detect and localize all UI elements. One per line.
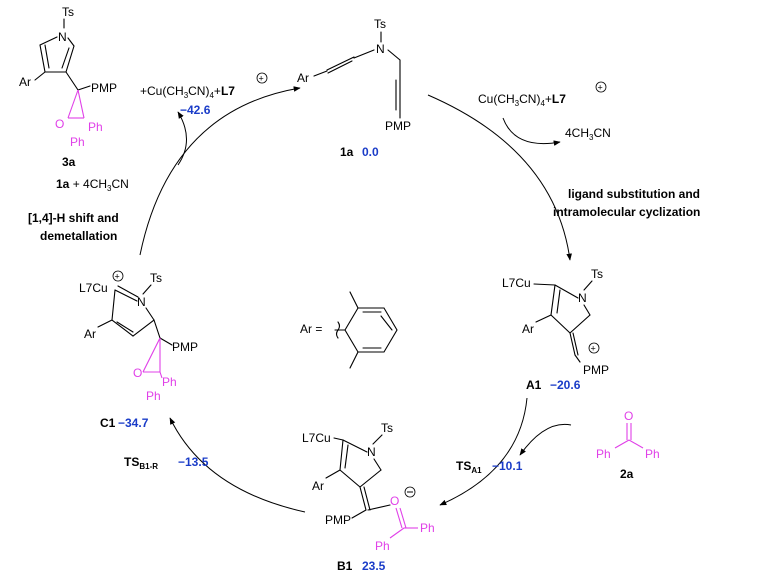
energy-A1: −20.6 xyxy=(550,378,581,392)
label-1a: 1a xyxy=(340,145,354,159)
cu-reagent: Cu(CH3CN)4+L7 xyxy=(478,92,566,108)
arrow-2a-in xyxy=(519,423,572,456)
svg-text:Ts: Ts xyxy=(591,267,603,281)
svg-text:N: N xyxy=(137,295,146,309)
svg-text:Ph: Ph xyxy=(88,120,103,134)
svg-text:Ph: Ph xyxy=(375,539,390,553)
label-C1: C1 xyxy=(100,416,116,430)
svg-text:Ph: Ph xyxy=(162,375,177,389)
ts-label: Ts xyxy=(374,17,386,31)
energy-C1: −34.7 xyxy=(118,416,149,430)
minus-charge-icon xyxy=(404,486,416,498)
svg-text:N: N xyxy=(367,445,376,459)
ar-definition: Ar = xyxy=(300,291,398,369)
structure-B1: L7Cu Ts N Ar PMP O Ph Ph xyxy=(302,421,435,553)
step-label-right-2: intramolecular cyclization xyxy=(553,205,700,219)
ts-B1R-label: TSB1-R xyxy=(124,455,158,471)
arrow-A1-to-B1 xyxy=(439,397,528,506)
svg-text:Ar: Ar xyxy=(19,75,31,89)
reagent-1a-acetonitrile: 1a + 4CH3CN xyxy=(56,177,129,193)
svg-text:Ts: Ts xyxy=(150,271,162,285)
cycle-arrows xyxy=(139,86,572,513)
svg-text:Ph: Ph xyxy=(596,447,611,461)
svg-text:+: + xyxy=(591,344,596,354)
svg-text:O: O xyxy=(390,494,399,508)
plus-charge-icon xyxy=(595,81,607,93)
svg-text:PMP: PMP xyxy=(583,363,609,377)
step-label-left-2: demetallation xyxy=(40,229,117,243)
label-3a: 3a xyxy=(62,155,76,169)
step-label-left-1: [1,4]-H shift and xyxy=(28,211,119,225)
arrow-3a-out xyxy=(177,111,187,166)
svg-text:Ph: Ph xyxy=(146,389,161,403)
arrow-B1-to-C1 xyxy=(169,417,306,513)
structure-C1: L7Cu + Ts N Ar PMP O Ph Ph xyxy=(79,270,198,403)
svg-text:L7Cu: L7Cu xyxy=(302,431,331,445)
pmp-label: PMP xyxy=(385,119,411,133)
energy-B1: 23.5 xyxy=(362,559,386,573)
cu-released: +Cu(CH3CN)4+L7 xyxy=(140,84,235,100)
svg-text:Ts: Ts xyxy=(62,5,74,19)
structure-A1: L7Cu Ts N Ar PMP + xyxy=(502,267,609,377)
ts-B1R-energy: −13.5 xyxy=(178,455,209,469)
acetonitrile-out: 4CH3CN xyxy=(565,126,611,142)
ts-A1-label: TSA1 xyxy=(456,459,482,475)
plus-charge-icon xyxy=(588,342,600,354)
svg-text:PMP: PMP xyxy=(172,340,198,354)
svg-text:N: N xyxy=(578,291,587,305)
label-2a: 2a xyxy=(620,467,634,481)
svg-text:L7Cu: L7Cu xyxy=(79,281,108,295)
svg-text:O: O xyxy=(55,117,64,131)
svg-text:PMP: PMP xyxy=(325,513,351,527)
svg-text:O: O xyxy=(133,366,142,380)
svg-text:Ar: Ar xyxy=(522,322,534,336)
energy-1a: 0.0 xyxy=(362,145,379,159)
svg-text:+: + xyxy=(115,272,120,282)
svg-text:Ar: Ar xyxy=(312,479,324,493)
arrow-cu-in xyxy=(502,117,561,146)
svg-text:N: N xyxy=(58,30,67,44)
svg-text:+: + xyxy=(259,74,264,84)
svg-text:Ph: Ph xyxy=(70,135,85,149)
plus-charge-icon xyxy=(112,270,124,282)
plus-charge-icon xyxy=(256,72,268,84)
plus-sign: + xyxy=(598,83,603,93)
structure-3a: Ts N Ar PMP O Ph Ph xyxy=(19,5,117,149)
energy-3a: −42.6 xyxy=(180,103,211,117)
svg-text:Ph: Ph xyxy=(420,521,435,535)
arrow-1a-to-A1 xyxy=(427,94,572,261)
step-label-right-1: ligand substitution and xyxy=(568,187,700,201)
ar-label: Ar xyxy=(297,71,309,85)
label-B1: B1 xyxy=(337,559,353,573)
svg-text:O: O xyxy=(624,409,633,423)
svg-text:Ar =: Ar = xyxy=(300,322,322,336)
svg-text:Ph: Ph xyxy=(645,447,660,461)
n-label: N xyxy=(376,42,385,56)
svg-text:PMP: PMP xyxy=(91,81,117,95)
svg-text:Ts: Ts xyxy=(381,421,393,435)
label-A1: A1 xyxy=(526,378,542,392)
ts-A1-energy: −10.1 xyxy=(492,459,523,473)
structure-2a: O Ph Ph xyxy=(596,409,660,461)
structure-1a: Ts N Ar PMP xyxy=(297,17,411,133)
svg-text:Ar: Ar xyxy=(84,327,96,341)
arrow-C1-to-1a xyxy=(139,86,301,256)
svg-text:L7Cu: L7Cu xyxy=(502,276,531,290)
